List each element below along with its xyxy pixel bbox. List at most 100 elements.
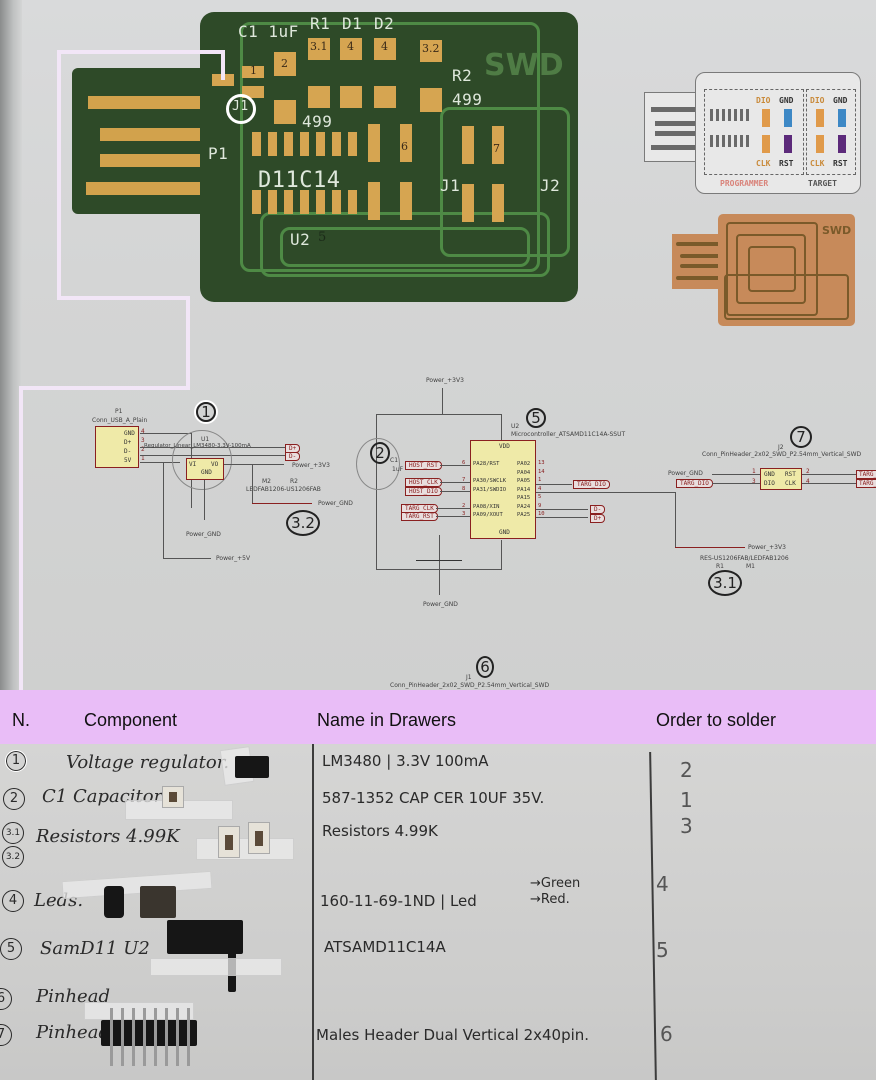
pad: 4: [340, 38, 362, 60]
u2-right-pin: PA24: [517, 503, 531, 510]
hand-number: 4: [381, 40, 388, 53]
annotation-6: 6: [476, 656, 494, 678]
diagram-chip-pin: [728, 135, 731, 147]
usb-finger: [100, 154, 206, 167]
pin-leg: [176, 1008, 179, 1066]
milled-trace: [748, 246, 796, 292]
power-3v3-top: Power_+3V3: [426, 377, 464, 384]
u2-right-pin-number: 1: [538, 477, 542, 483]
annotation-3-2: 3.2: [286, 510, 320, 536]
wire: [501, 540, 503, 570]
row-number: 2: [3, 788, 25, 810]
row-number: 6: [0, 988, 12, 1010]
p1-pin: GND: [124, 430, 135, 437]
tape: [61, 870, 213, 900]
u2-pad: [300, 190, 309, 214]
wire: [536, 484, 572, 486]
silk-u2: U2: [290, 230, 311, 249]
u2-right-pin: PA02: [517, 461, 531, 467]
hand-number: 4: [347, 40, 354, 53]
wire: [163, 462, 165, 558]
pin-header-sample: [101, 1020, 197, 1046]
row-order: 3: [680, 814, 693, 838]
diagram-chip-pin: [710, 135, 713, 147]
row-order: 6: [660, 1022, 673, 1046]
row-drawer-name: Resistors 4.99K: [322, 822, 438, 840]
pad: [420, 88, 442, 112]
net-label-targ-dio: TARG_DIO: [573, 480, 610, 489]
pad: 3.1: [308, 38, 330, 60]
hand-number: 2: [281, 57, 288, 70]
hand-number: 7: [493, 142, 500, 155]
c1-ref: C1: [390, 457, 399, 464]
u2-right-pin-number: 4: [538, 485, 542, 492]
row-number: 5: [0, 938, 22, 960]
silk-p1: P1: [208, 144, 229, 163]
j2-gnd-label: Power_GND: [668, 470, 703, 477]
diagram-finger: [655, 131, 701, 136]
wire: [140, 433, 192, 435]
outline-segment: [186, 296, 190, 390]
diagram-chip-pin: [710, 109, 713, 121]
silk-d1: D1: [342, 14, 363, 33]
row-order: 4: [656, 872, 669, 896]
u2-pad: [252, 190, 261, 214]
wire: [442, 388, 444, 414]
net-label-dminus: D-: [285, 452, 301, 461]
j1-marker-text: J1: [232, 99, 249, 114]
swd-logo: SWD: [484, 48, 564, 83]
pad: [462, 184, 474, 222]
programmer-tab: [644, 92, 701, 162]
diagram-label-gnd: GND: [779, 96, 794, 105]
pad: [462, 126, 474, 164]
j2-pin-number: 2: [806, 468, 810, 475]
pad: 4: [374, 38, 396, 60]
silk-c1: C1 1uF: [238, 22, 299, 41]
u2-pad: [268, 190, 277, 214]
p1-pin: 5V: [124, 457, 132, 464]
u2-right-pin: PA05: [517, 478, 531, 484]
diagram-chip-pin: [722, 109, 725, 121]
j2-dio-label: TARG_DIO: [676, 479, 713, 488]
component-table: 1 Voltage regulator. LM3480 | 3.3V 100mA…: [0, 744, 876, 1080]
annotation-1: 1: [194, 400, 218, 424]
p1-ref: P1: [115, 408, 123, 415]
j1-name: Conn_PinHeader_2x02_SWD_P2.54mm_Vertical…: [390, 682, 550, 689]
diagram-label-rst: RST: [833, 159, 848, 168]
diagram-finger: [651, 145, 701, 150]
row-number: 4: [2, 890, 24, 912]
u2-left-pin-number: 6: [462, 460, 466, 466]
pad: [308, 86, 330, 108]
diagram-pad: [816, 135, 824, 153]
pad: 1: [242, 64, 264, 78]
u2-pad: [316, 190, 325, 214]
silk-chip: D11C14: [258, 168, 341, 193]
wire: [252, 503, 312, 505]
row-component: Voltage regulator.: [66, 752, 230, 773]
milled-trace: [726, 222, 818, 316]
p1-name: Conn_USB_A_Plain: [92, 417, 148, 424]
p1-pin: D+: [124, 439, 132, 446]
u2-left-pin: PA31/SWDIO: [473, 487, 507, 493]
u2-pad: [284, 190, 293, 214]
capacitor-sample: [162, 786, 184, 808]
header-order: Order to solder: [656, 710, 777, 730]
diagram-pad: [784, 109, 792, 127]
diagram-pad: [816, 109, 824, 127]
milled-swd-logo: SWD: [822, 224, 852, 237]
wire: [440, 482, 470, 484]
j1-marker-circle: J1: [226, 94, 256, 124]
diagram-chip-pin: [734, 109, 737, 121]
hand-number: 3.2: [422, 42, 440, 55]
wire: [416, 560, 462, 562]
row-component: Pinhead: [36, 986, 110, 1007]
u2-left-pin-number: 7: [462, 477, 466, 483]
net-label-host-dio: HOST_DIO: [405, 487, 442, 496]
wire: [436, 516, 470, 518]
resistor-sample: [248, 822, 270, 854]
diagram-pad: [838, 135, 846, 153]
diagram-pad: [762, 135, 770, 153]
table-header: N. Component Name in Drawers Order to so…: [0, 690, 876, 744]
u2-right-pin: PA04: [517, 469, 531, 476]
pin-leg: [165, 1008, 168, 1066]
